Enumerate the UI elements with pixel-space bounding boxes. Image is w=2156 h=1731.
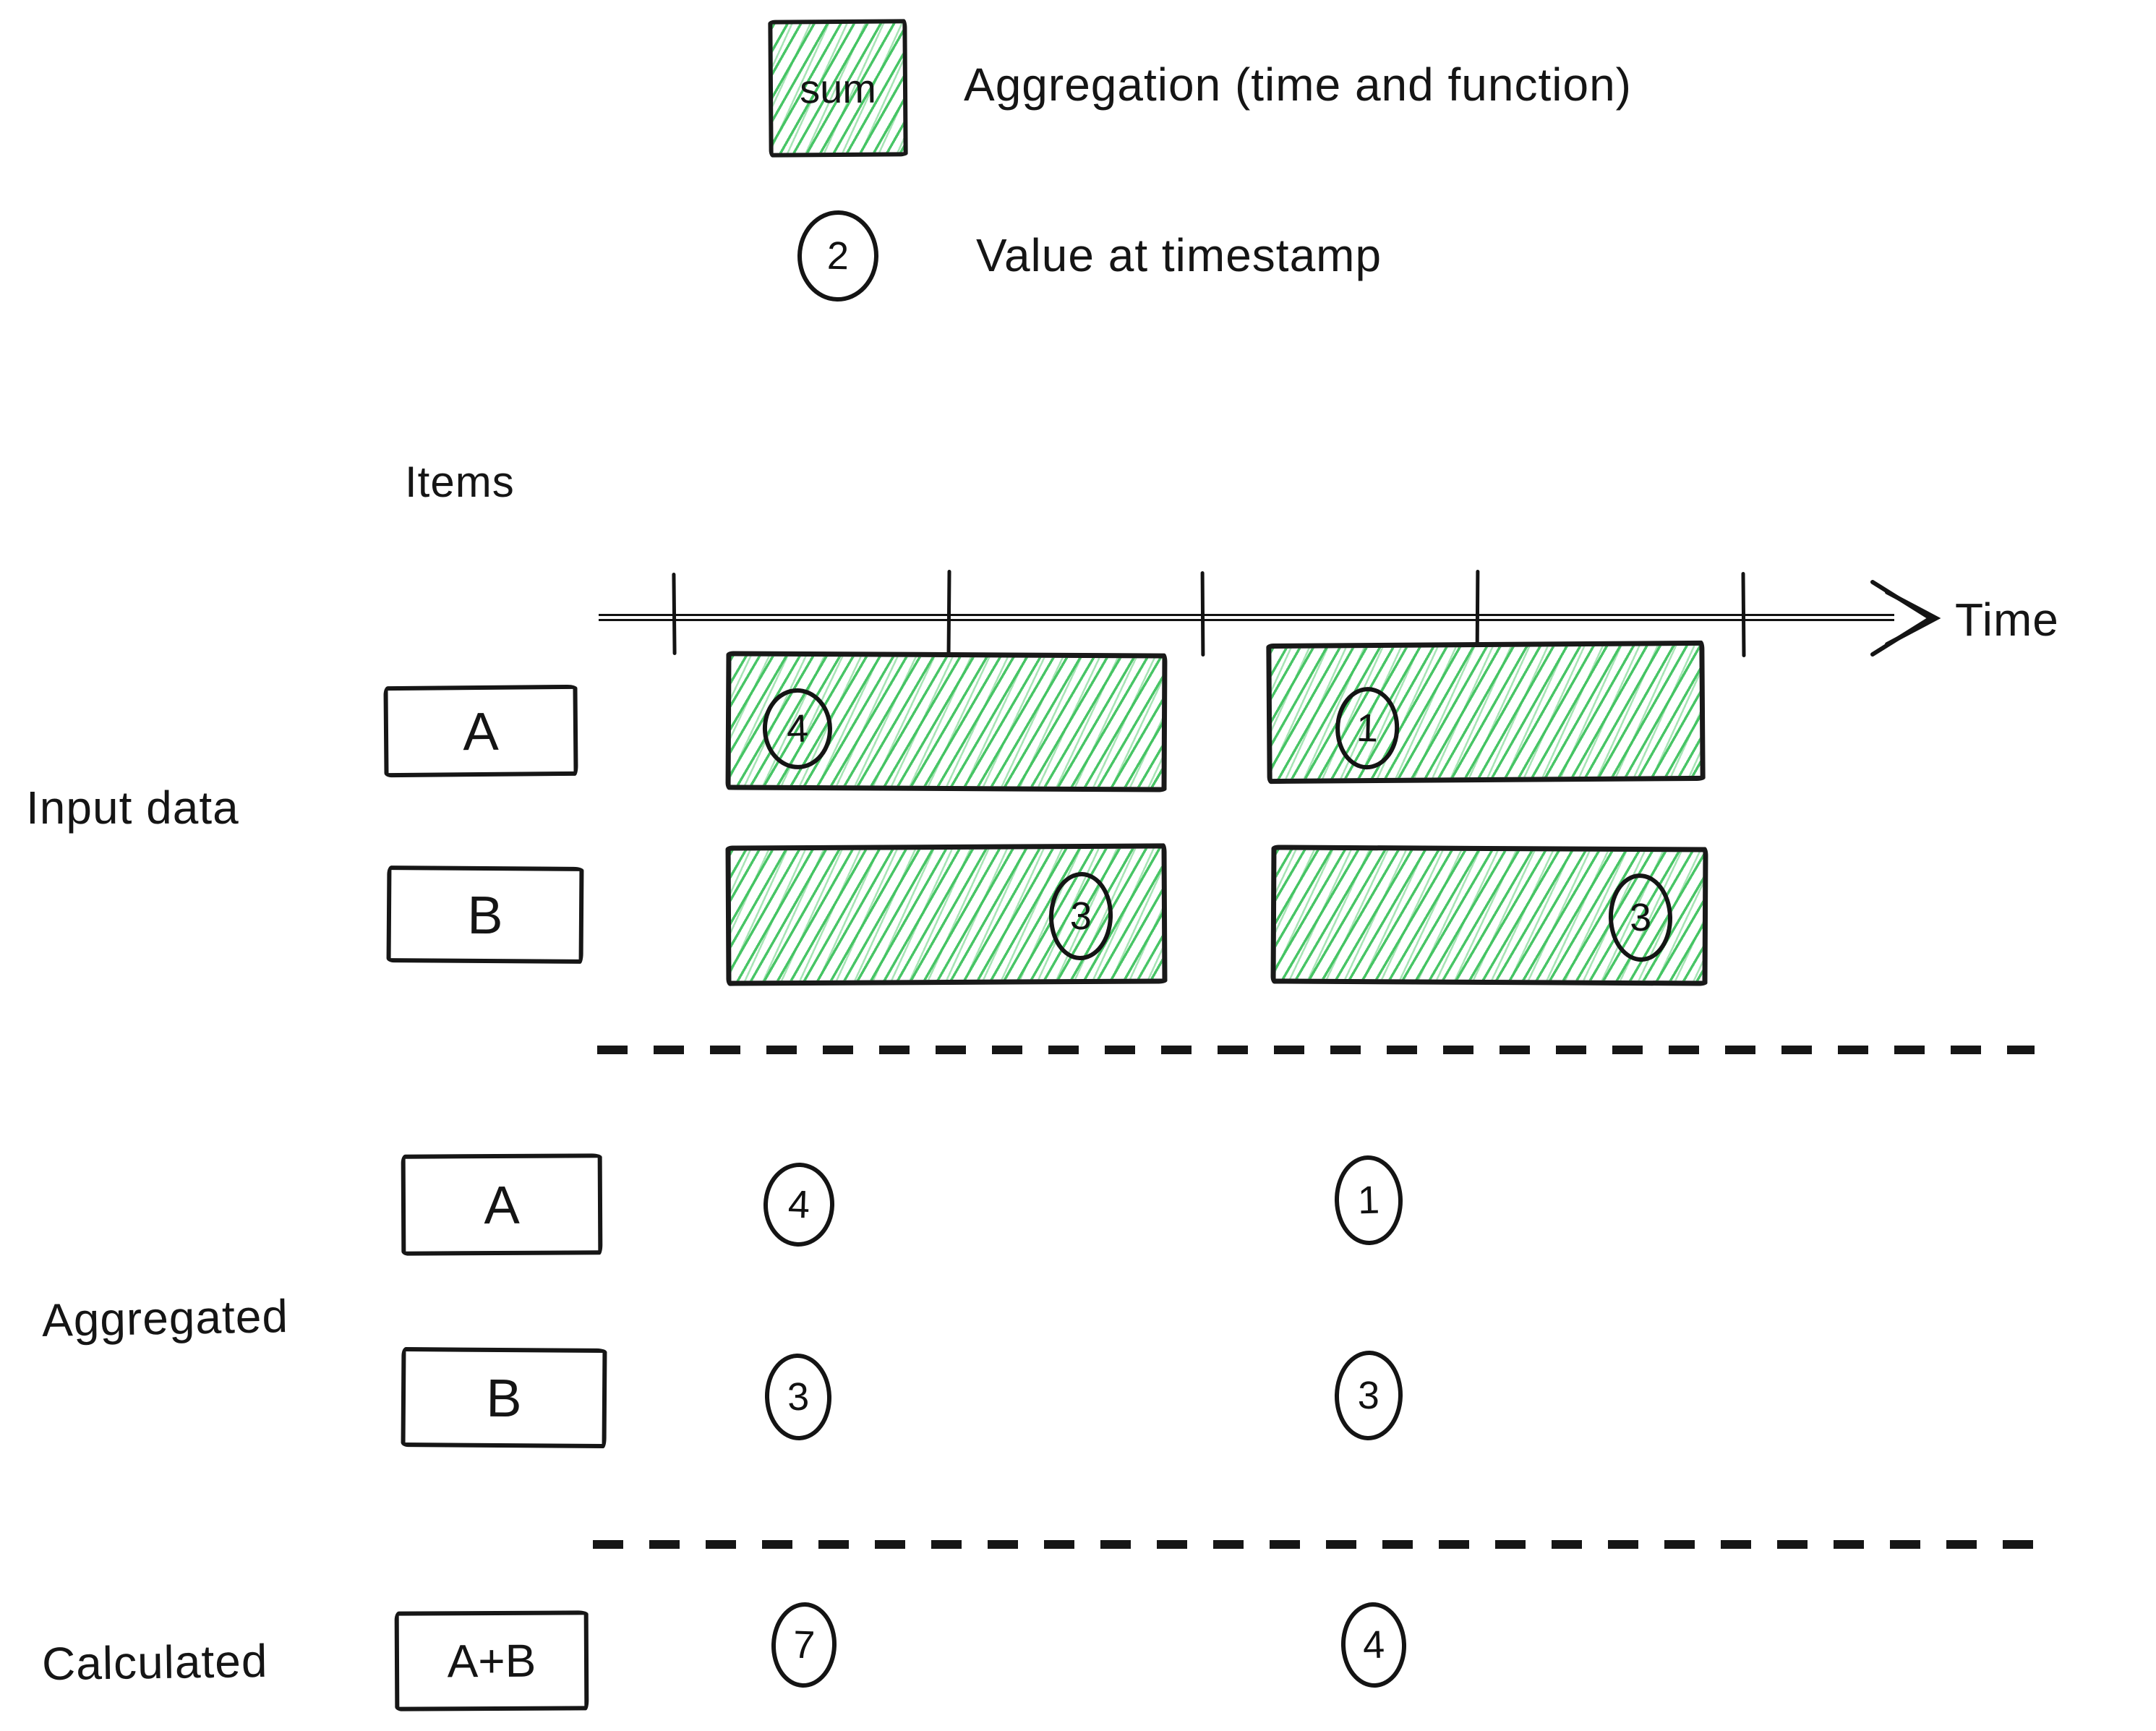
- value-circle-input-b-2: 3: [1607, 872, 1674, 963]
- value-circle-input-a-1: 4: [761, 687, 834, 771]
- aggregation-window-input-a-1: 4: [725, 651, 1168, 792]
- item-box-calculated-a-plus-b: A+B: [394, 1610, 589, 1711]
- section-label-input-data: Input data: [26, 782, 239, 834]
- section-divider: [593, 1540, 2037, 1549]
- time-axis-tick: [1200, 570, 1205, 657]
- legend-sum-label: sum: [799, 65, 877, 111]
- time-axis-line: [599, 614, 1894, 621]
- aggregation-window-input-b-1: 3: [725, 843, 1168, 986]
- legend-value-symbol: 2: [826, 234, 850, 278]
- legend-sum-swatch: sum: [768, 19, 908, 158]
- item-label: A: [484, 1174, 520, 1235]
- item-label: B: [467, 884, 503, 945]
- value-circle-input-a-2: 1: [1334, 685, 1400, 771]
- time-axis-tick: [672, 572, 677, 656]
- item-label: A+B: [447, 1634, 536, 1688]
- aggregation-window-input-a-2: 1: [1266, 640, 1706, 785]
- time-axis-tick: [1475, 569, 1480, 654]
- item-box-input-b: B: [386, 866, 584, 964]
- legend-aggregation-description: Aggregation (time and function): [964, 59, 1632, 111]
- value-circle-calculated-2: 4: [1339, 1601, 1408, 1689]
- section-label-aggregated: Aggregated: [41, 1290, 289, 1346]
- time-axis-tick: [946, 569, 951, 659]
- item-box-aggregated-a: A: [401, 1153, 603, 1256]
- time-axis-arrowhead: [1870, 580, 1941, 657]
- aggregation-window-input-b-2: 3: [1270, 845, 1708, 986]
- value-circle-aggregated-a-1: 4: [762, 1161, 836, 1248]
- legend-value-description: Value at timestamp: [976, 229, 1382, 281]
- item-label: B: [486, 1367, 522, 1428]
- item-box-aggregated-b: B: [401, 1347, 607, 1448]
- value-circle-calculated-1: 7: [769, 1601, 839, 1689]
- value-circle-aggregated-b-1: 3: [763, 1352, 834, 1442]
- value-circle-aggregated-a-2: 1: [1333, 1154, 1404, 1247]
- section-label-calculated: Calculated: [41, 1634, 268, 1691]
- items-label: Items: [405, 458, 515, 506]
- value-circle-aggregated-b-2: 3: [1333, 1349, 1404, 1442]
- section-divider: [597, 1046, 2035, 1054]
- item-label: A: [462, 701, 500, 761]
- value-circle-input-b-1: 3: [1048, 871, 1114, 962]
- time-axis-tick: [1741, 571, 1746, 658]
- time-axis-label: Time: [1955, 594, 2059, 646]
- item-box-input-a: A: [383, 684, 578, 778]
- legend-value-circle: 2: [796, 210, 880, 302]
